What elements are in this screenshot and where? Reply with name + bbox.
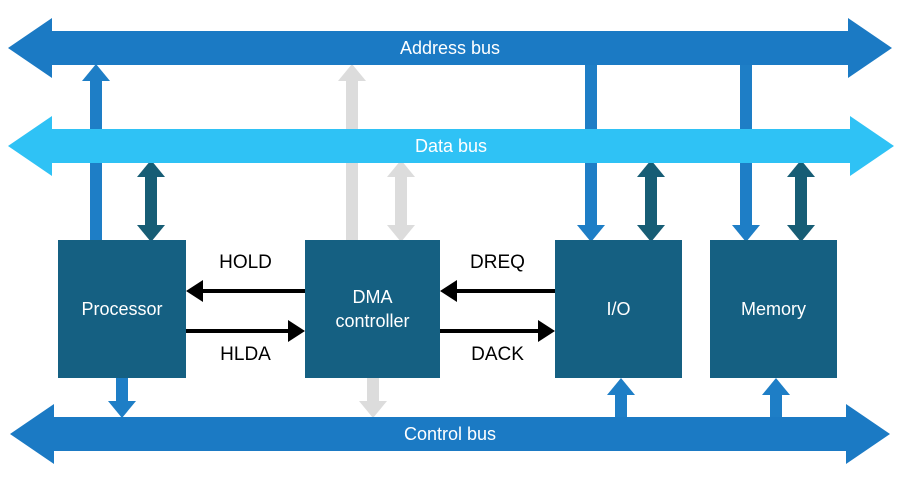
dma-controller-block-label: DMA controller (335, 286, 410, 331)
arrow-shaft (645, 175, 657, 227)
dack-signal-label: DACK (471, 344, 524, 365)
arrow-shaft (367, 378, 379, 403)
arrow-up-icon (387, 160, 415, 177)
dreq-signal-label: DREQ (470, 252, 525, 273)
arrow-shaft (440, 329, 541, 333)
dreq-signal-arrow (440, 279, 555, 303)
io-block-label: I/O (606, 298, 631, 319)
control-bus-to-io-arrow (607, 378, 635, 418)
io-data-bus-bidirectional-arrow (637, 160, 665, 242)
arrow-up-icon (607, 378, 635, 395)
address-bus: Address bus (8, 18, 892, 78)
arrow-shaft (615, 393, 627, 418)
arrow-left-icon (10, 404, 54, 464)
control-bus-to-memory-arrow (762, 378, 790, 418)
arrow-left-icon (440, 280, 457, 302)
dack-signal-arrow (440, 319, 555, 343)
arrow-right-icon (846, 404, 890, 464)
data-bus: Data bus (8, 116, 894, 176)
arrow-shaft (200, 289, 305, 293)
memory-block: Memory (710, 240, 837, 378)
arrow-up-icon (82, 64, 110, 81)
processor-to-control-bus-arrow (108, 378, 136, 418)
arrow-shaft (454, 289, 555, 293)
memory-block-label: Memory (740, 298, 806, 319)
bus-shaft (50, 31, 850, 65)
arrow-shaft (145, 175, 157, 227)
arrow-right-icon (850, 116, 894, 176)
arrow-down-icon (137, 225, 165, 242)
control-bus-label: Control bus (403, 423, 497, 444)
arrow-shaft (770, 393, 782, 418)
arrow-down-icon (787, 225, 815, 242)
arrow-shaft (116, 378, 128, 403)
arrow-down-icon (732, 225, 760, 242)
arrow-shaft (395, 175, 407, 227)
dma-controller-block: DMA controller (305, 240, 440, 378)
arrow-left-icon (8, 116, 52, 176)
arrow-shaft (795, 175, 807, 227)
processor-block-label: Processor (81, 298, 163, 319)
hold-signal-arrow (186, 279, 305, 303)
hold-signal-label: HOLD (219, 252, 272, 273)
address-bus-label: Address bus (399, 37, 501, 58)
arrow-left-icon (8, 18, 52, 78)
processor-data-bus-bidirectional-arrow (137, 160, 165, 242)
arrow-right-icon (848, 18, 892, 78)
arrow-shaft (186, 329, 291, 333)
arrow-down-icon (359, 401, 387, 418)
arrow-up-icon (137, 160, 165, 177)
arrow-up-icon (787, 160, 815, 177)
bus-shaft (52, 417, 848, 451)
processor-block: Processor (58, 240, 186, 378)
arrow-down-icon (577, 225, 605, 242)
arrow-up-icon (762, 378, 790, 395)
dma-to-control-bus-arrow (359, 378, 387, 418)
arrow-right-icon (538, 320, 555, 342)
arrow-up-icon (637, 160, 665, 177)
dma-data-bus-bidirectional-arrow (387, 160, 415, 242)
control-bus: Control bus (10, 404, 890, 464)
arrow-down-icon (108, 401, 136, 418)
arrow-left-icon (186, 280, 203, 302)
arrow-down-icon (387, 225, 415, 242)
io-block: I/O (555, 240, 682, 378)
bus-shaft (50, 129, 852, 163)
hlda-signal-label: HLDA (220, 344, 271, 365)
memory-data-bus-bidirectional-arrow (787, 160, 815, 242)
arrow-down-icon (637, 225, 665, 242)
arrow-up-icon (338, 64, 366, 81)
data-bus-label: Data bus (414, 135, 488, 156)
hlda-signal-arrow (186, 319, 305, 343)
arrow-right-icon (288, 320, 305, 342)
